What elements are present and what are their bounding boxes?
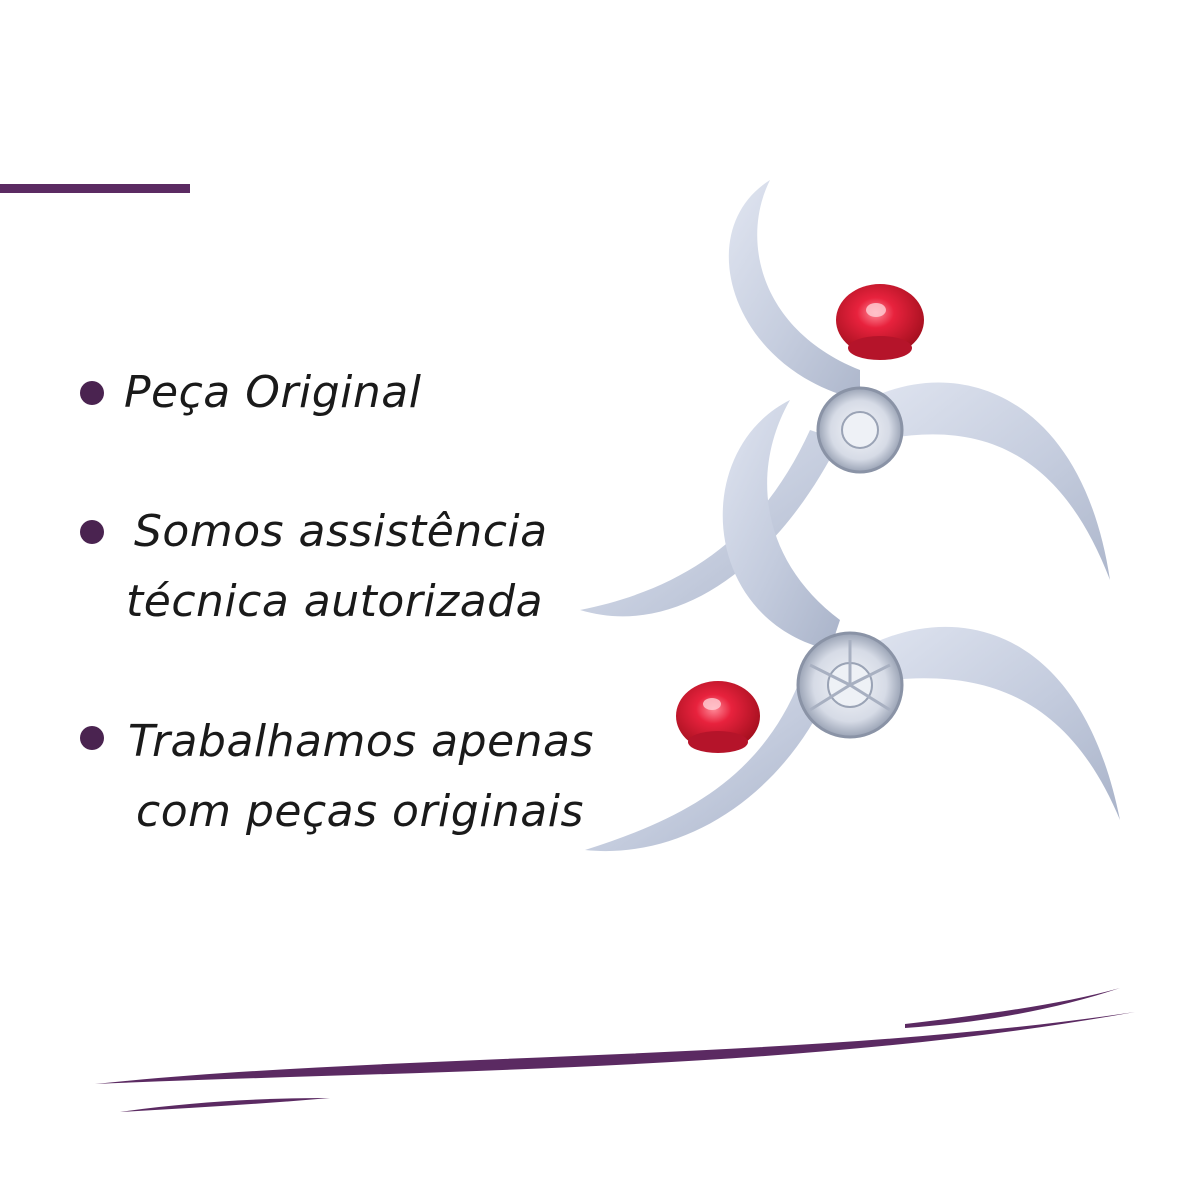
decorative-swooshes <box>95 988 1135 1112</box>
feature-authorized-service-line-2: técnica autorizada <box>126 576 544 627</box>
accent-rule <box>0 184 190 193</box>
bullet-dot <box>80 726 104 750</box>
feature-original-parts-only-line-2: com peças originais <box>136 786 584 837</box>
feature-authorized-service-line-1: Somos assistência <box>134 506 548 557</box>
spinner-cap-icon <box>836 284 924 360</box>
fan-blade-icon <box>580 180 1120 852</box>
bullet-dot <box>80 520 104 544</box>
fan-lower <box>585 400 1120 852</box>
fan-upper <box>580 180 1110 617</box>
feature-original-part: Peça Original <box>124 367 422 418</box>
feature-list: Peça Original Somos assistência técnica … <box>80 367 594 837</box>
feature-original-parts-only-line-1: Trabalhamos apenas <box>128 716 594 767</box>
bullet-dot <box>80 381 104 405</box>
spinner-cap-icon <box>676 681 760 753</box>
